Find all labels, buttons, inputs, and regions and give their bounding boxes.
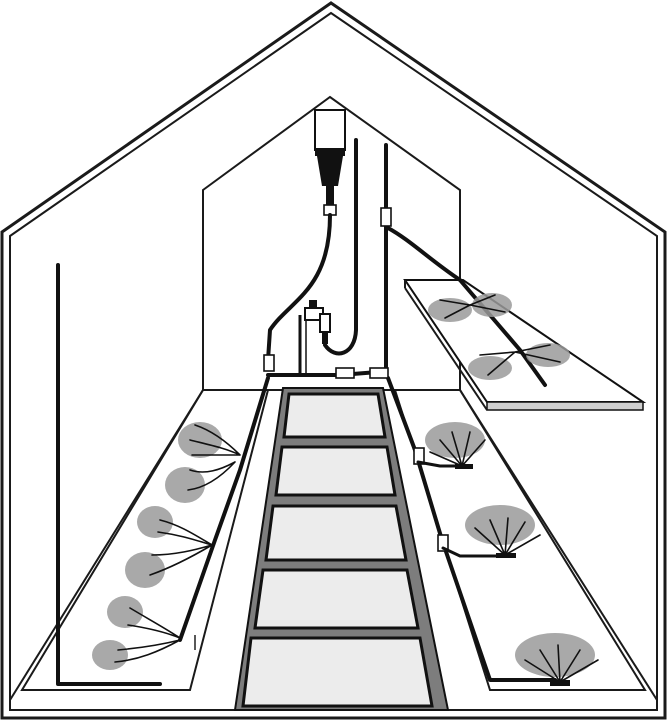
paver-3 (264, 504, 408, 562)
plant-left-4 (125, 544, 213, 588)
faucet-icon (298, 300, 331, 375)
paver-1 (282, 392, 387, 439)
plant-left-3 (137, 506, 213, 546)
left-bed (20, 389, 270, 691)
pipe-fittings (263, 207, 449, 552)
water-timer-icon (314, 109, 346, 216)
central-path (233, 387, 450, 711)
shelf-plant-2 (468, 343, 570, 380)
plant-right-1 (416, 422, 486, 469)
plant-left-1 (178, 422, 241, 458)
paver-5 (241, 636, 434, 708)
left-bed-plants (92, 422, 241, 670)
paver-4 (253, 568, 420, 630)
plant-left-2 (165, 461, 236, 503)
plant-right-3 (515, 633, 599, 686)
paver-2 (274, 445, 397, 497)
plant-left-5 (107, 596, 181, 639)
plant-left-6 (92, 639, 181, 670)
shelf-plants (428, 293, 570, 380)
right-bed-plants (416, 422, 599, 686)
plant-right-2 (441, 505, 541, 558)
shelf-plant-1 (428, 293, 512, 322)
